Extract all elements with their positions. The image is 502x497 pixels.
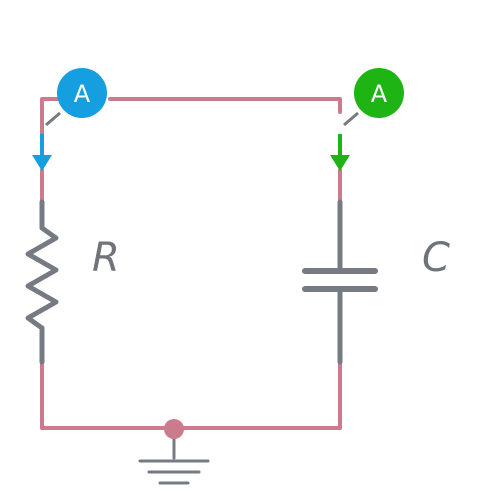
resistor: R [25,199,120,365]
ammeter-left-arrow-head [32,155,52,171]
ammeter-right-arrow-head [330,155,350,171]
bottom-wire [40,360,342,430]
left-top-wire [40,97,60,136]
resistor-label: R [92,235,120,281]
capacitor: C [302,199,450,365]
ammeter-right-pointer [343,111,359,127]
ammeter-left-circle [57,68,107,118]
resistor-zigzag [25,225,59,331]
ammeter-left[interactable]: A [32,68,107,171]
capacitor-label: C [422,235,450,281]
ammeter-right[interactable]: A [330,68,404,171]
ammeter-left-label: A [74,80,91,108]
ammeter-right-label: A [371,80,388,108]
ground-symbol [138,419,210,485]
ammeter-left-pointer [45,111,61,127]
top-wire [108,97,342,114]
wires [40,97,342,430]
junction-dot [164,419,184,439]
ammeter-right-circle [354,68,404,118]
